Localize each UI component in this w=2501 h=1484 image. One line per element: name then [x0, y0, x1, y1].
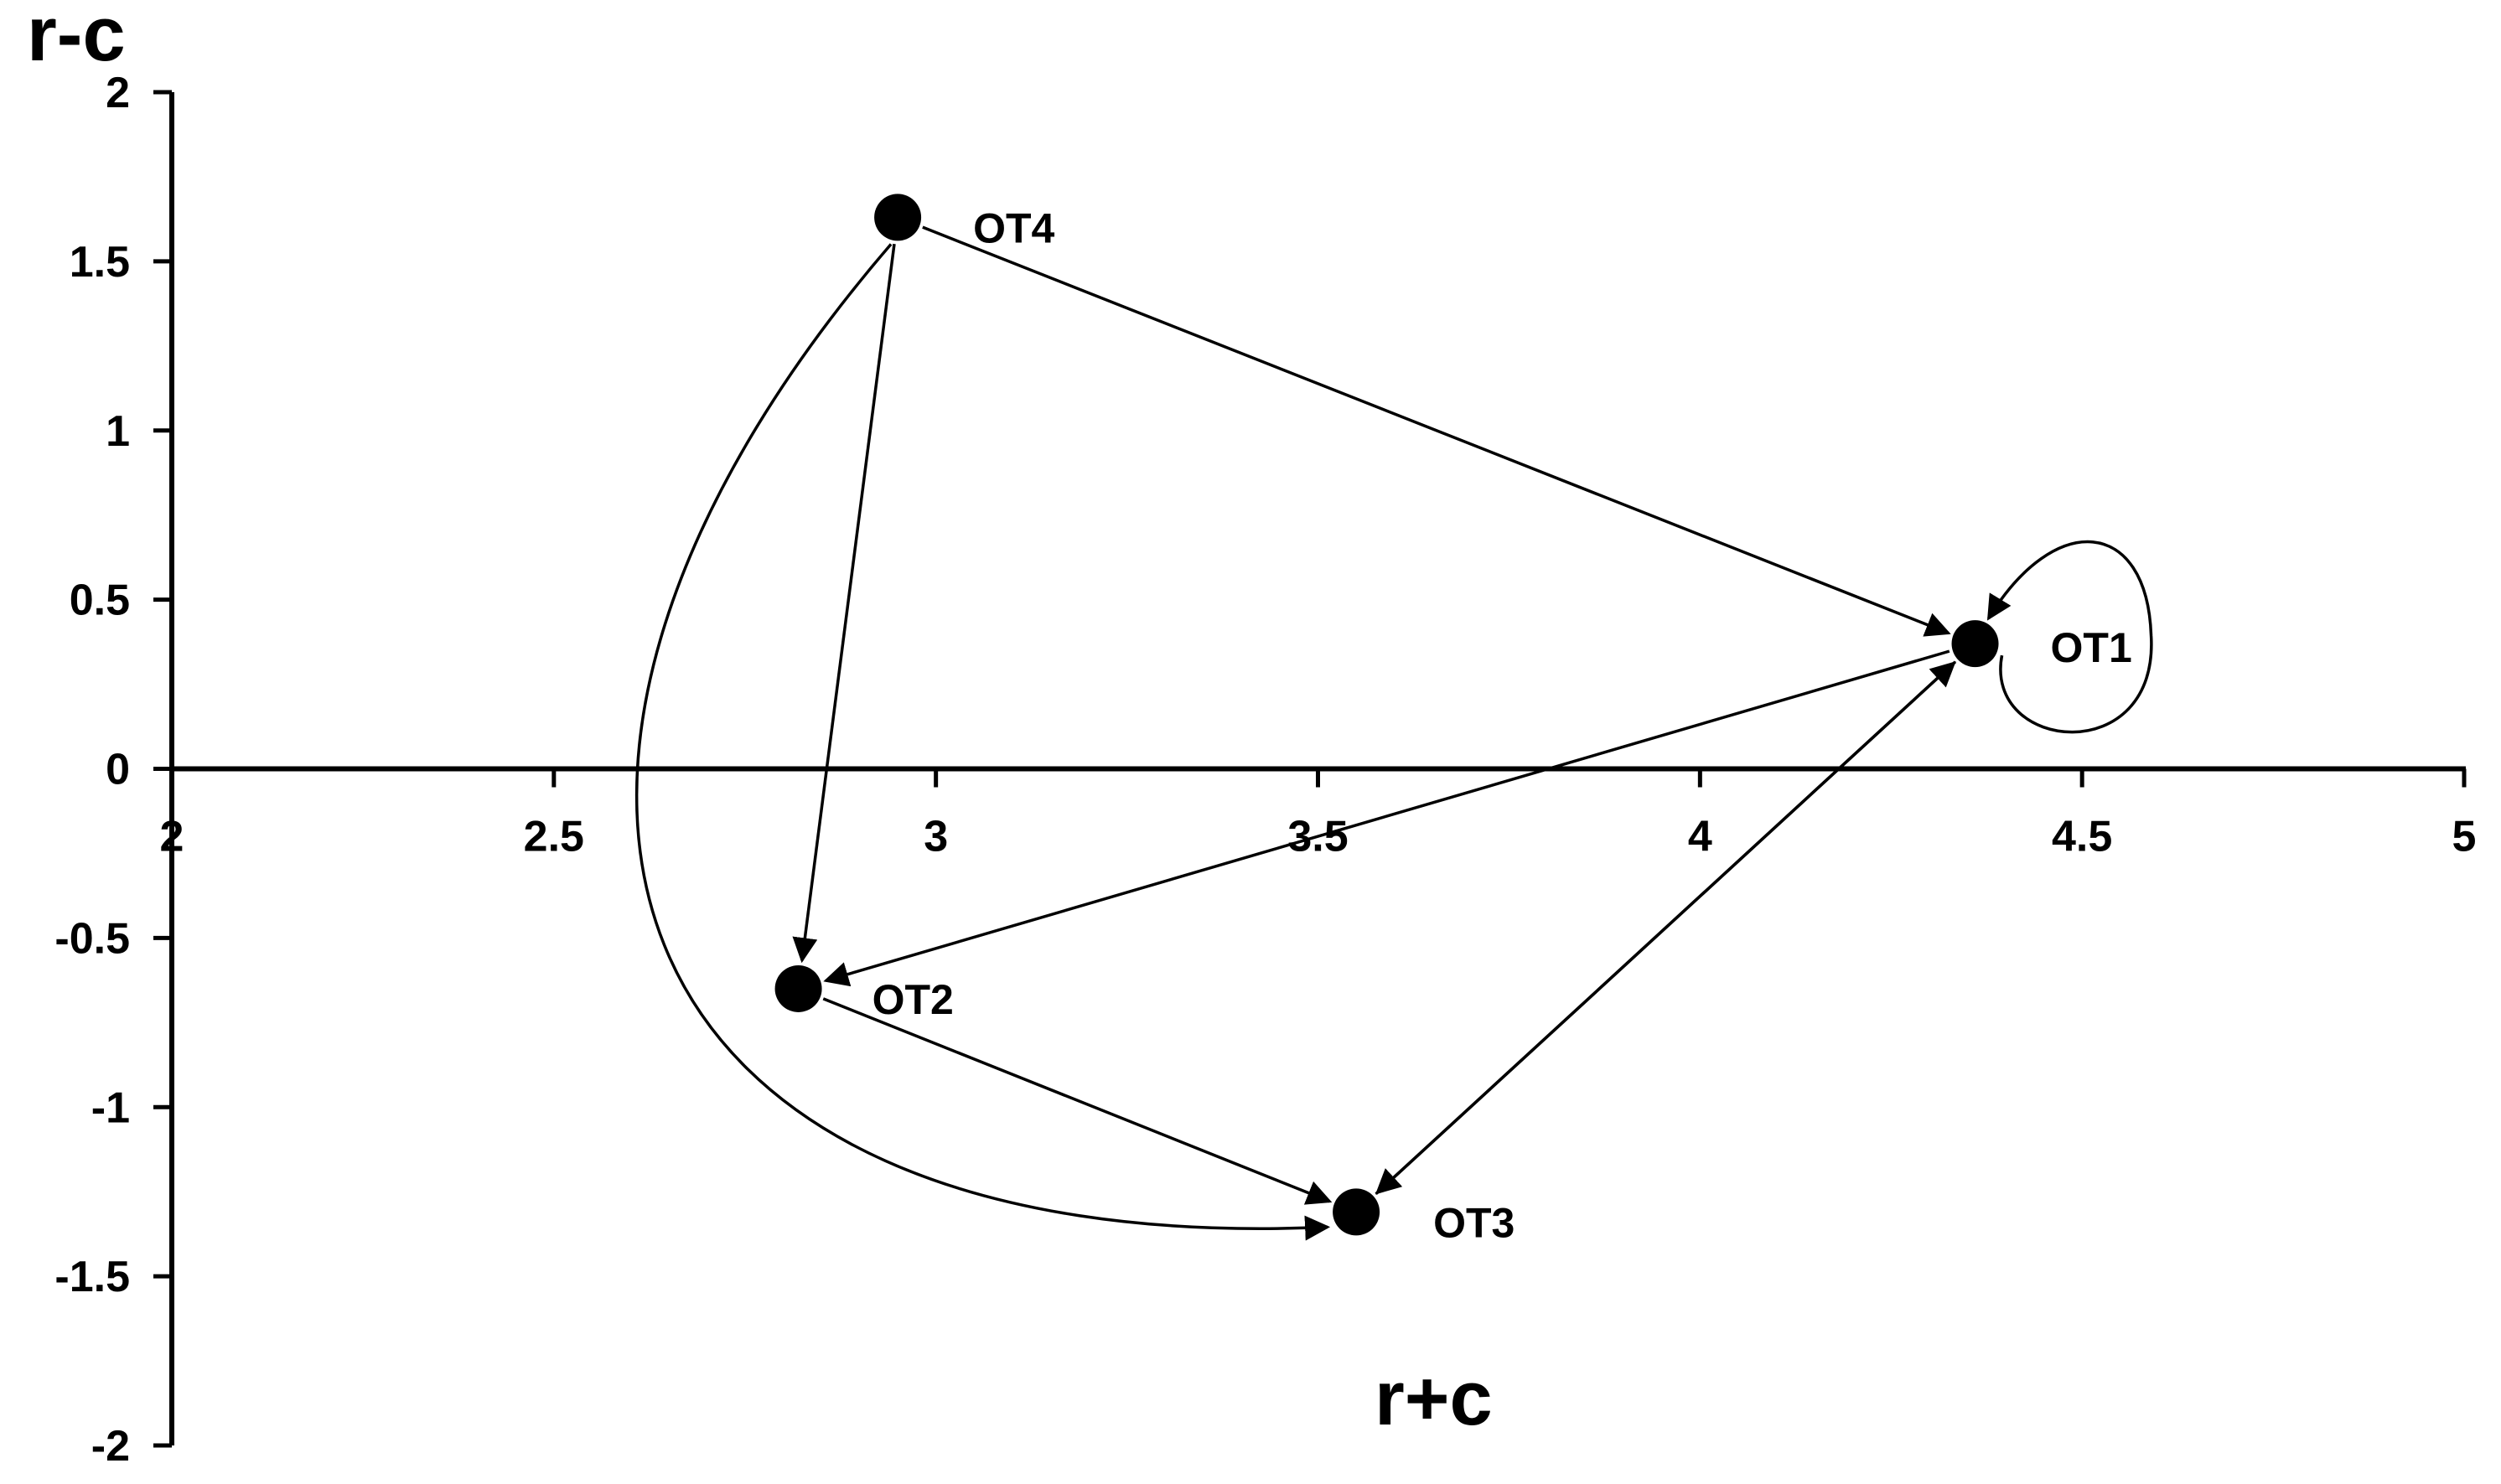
point-label-ot2: OT2	[873, 976, 954, 1023]
x-tick-label: 4.5	[2052, 813, 2112, 861]
y-tick-label: -1.5	[54, 1253, 130, 1301]
y-tick-label: -0.5	[54, 914, 130, 963]
point-label-ot3: OT3	[1433, 1199, 1515, 1246]
x-tick-label: 4	[1688, 813, 1712, 861]
arrow-ot4-to-ot1	[922, 225, 1951, 637]
arrow-ot4-to-ot2	[792, 243, 896, 964]
x-tick-label: 3	[924, 813, 948, 861]
x-axis-title: r+c	[1375, 1356, 1493, 1441]
point-ot2	[774, 964, 822, 1012]
arrow-ot1-to-ot3	[1375, 660, 1957, 1195]
y-tick-label: 0.5	[70, 577, 130, 625]
y-tick-label: 1	[106, 407, 130, 456]
arrow-ot2-to-ot3	[822, 997, 1333, 1205]
y-axis-title: r-c	[27, 0, 126, 77]
arrow-ot4-to-ot3	[635, 243, 1331, 1241]
point-ot3	[1333, 1188, 1380, 1236]
x-tick-label: 5	[2452, 813, 2477, 861]
point-ot1	[1951, 620, 1999, 668]
y-tick-label: 1.5	[70, 238, 130, 287]
point-label-ot1: OT1	[2051, 624, 2132, 671]
arrow-ot1-to-ot1	[1986, 540, 2153, 734]
y-tick-label: -2	[91, 1422, 130, 1471]
y-tick-label: 0	[106, 746, 130, 794]
x-tick-label: 2.5	[524, 813, 584, 861]
arrow-ot1-to-ot2	[823, 649, 1950, 987]
x-tick-label: 2	[160, 813, 184, 861]
arrows-group	[635, 225, 2153, 1241]
point-label-ot4: OT4	[973, 204, 1054, 251]
y-tick-label: -1	[91, 1083, 130, 1132]
point-ot4	[874, 194, 922, 241]
y-tick-label: 2	[106, 69, 130, 117]
